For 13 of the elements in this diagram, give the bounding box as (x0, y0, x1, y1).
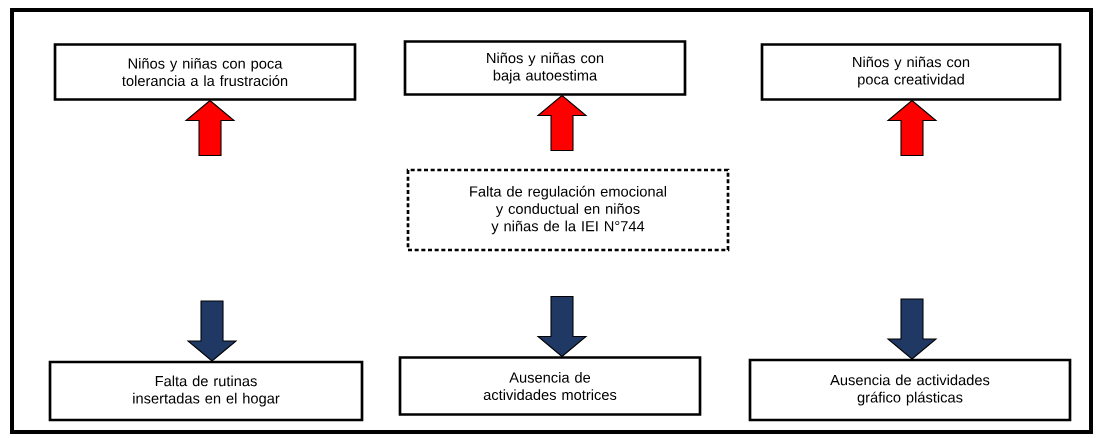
text-box: Niños y niñas con poca tolerancia a la frustración (53, 43, 357, 101)
problem-box: Falta de regulación emocional y conductual en niños y niñas de la IEI N°744 (406, 168, 730, 252)
text-box: Ausencia de actividades gráfico plásticas (748, 358, 1072, 422)
text-box: Ausencia de actividades motrices (398, 356, 702, 416)
block-arrow (536, 295, 588, 358)
block-arrow (184, 99, 236, 157)
text-box: Falta de rutinas insertadas en el hogar (48, 360, 364, 422)
block-arrow (186, 300, 238, 362)
block-arrow (886, 99, 938, 157)
block-arrow (536, 94, 588, 152)
text-box: Niños y niñas con baja autoestima (403, 40, 687, 96)
block-arrow (886, 298, 938, 360)
text-box: Niños y niñas con poca creatividad (760, 43, 1062, 101)
